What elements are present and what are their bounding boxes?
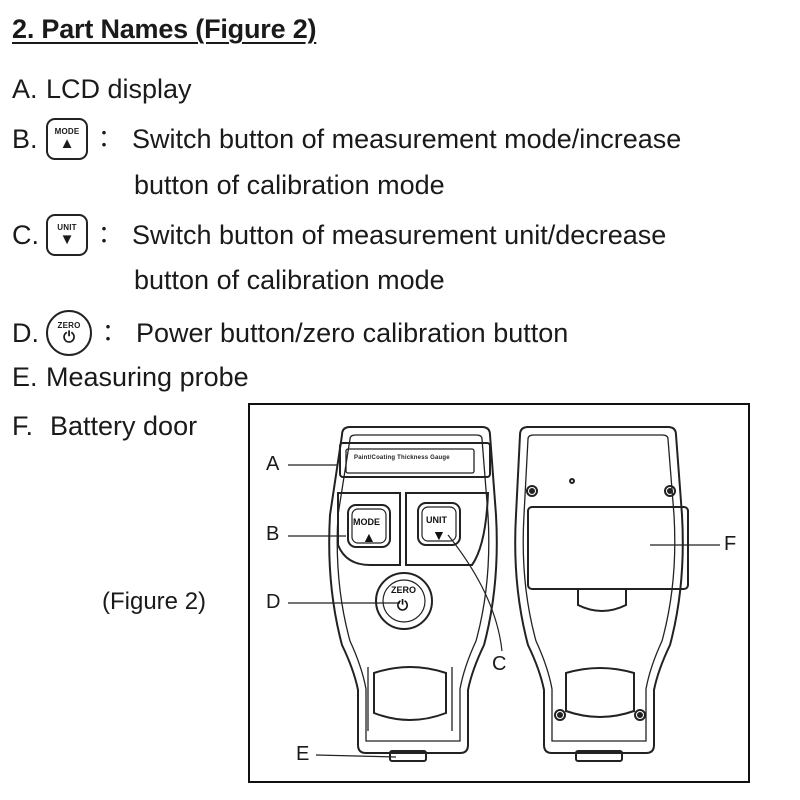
part-item-f: F. Battery door [12, 409, 197, 443]
device-figure: Paint/Coating Thickness Gauge MODE ▲ UNI… [248, 403, 750, 783]
part-item-a: A. LCD display [12, 72, 192, 106]
unit-button-panel [405, 492, 490, 566]
separator: ： [98, 125, 122, 152]
power-icon: ⏻ [63, 328, 75, 346]
device-unit-key [417, 502, 461, 546]
part-description-continued: button of calibration mode [134, 170, 445, 200]
mode-button-panel [337, 492, 401, 566]
part-item-b: B. MODE ▲ ： Switch button of measurement… [12, 118, 681, 160]
mode-key-icon: MODE ▲ [46, 118, 88, 160]
part-description-continued: button of calibration mode [134, 265, 445, 295]
part-description: LCD display [46, 74, 192, 104]
part-description: Power button/zero calibration button [136, 318, 569, 348]
device-down-arrow-icon: ▼ [432, 527, 446, 543]
part-letter: B. [12, 124, 38, 154]
part-item-d: D. ZERO ⏻ ： Power button/zero calibratio… [12, 310, 568, 356]
device-mode-label: MODE [353, 517, 380, 527]
part-letter: F. [12, 411, 34, 441]
mode-key-label: MODE [54, 126, 80, 136]
part-item-e: E. Measuring probe [12, 360, 249, 394]
part-description: Measuring probe [46, 362, 249, 392]
device-up-arrow-icon: ▲ [362, 529, 376, 545]
part-description: Switch button of measurement unit/decrea… [132, 220, 667, 250]
part-letter: C. [12, 220, 39, 250]
device-power-icon: ⏻ [397, 597, 409, 613]
callout-f: F [724, 533, 737, 555]
lcd-title: Paint/Coating Thickness Gauge [354, 455, 450, 461]
part-letter: E. [12, 362, 38, 392]
part-description: Battery door [50, 411, 198, 441]
unit-key-label: UNIT [57, 222, 77, 232]
device-unit-label: UNIT [426, 515, 447, 525]
device-zero-label: ZERO [391, 585, 417, 595]
section-heading: 2. Part Names (Figure 2) [12, 14, 317, 44]
callout-e: E [296, 743, 310, 765]
unit-key-icon: UNIT ▼ [46, 214, 88, 256]
device-zero-key [375, 572, 433, 630]
front-device-body [328, 426, 498, 754]
part-item-c: C. UNIT ▼ ： Switch button of measurement… [12, 214, 666, 256]
device-illustration [288, 426, 720, 762]
callout-a: A [266, 453, 280, 475]
zero-key-label: ZERO [57, 320, 81, 330]
callout-c: C [492, 653, 507, 675]
part-letter: D. [12, 318, 39, 348]
figure-caption: (Figure 2) [102, 588, 207, 615]
battery-door [527, 506, 689, 590]
lcd-display [339, 442, 491, 478]
up-arrow-icon: ▲ [59, 134, 75, 152]
part-description: Switch button of measurement mode/increa… [132, 124, 682, 154]
back-device-body [514, 426, 684, 754]
part-letter: A. [12, 74, 38, 104]
separator: ： [98, 221, 122, 248]
callout-b: B [266, 523, 280, 545]
separator: ： [102, 319, 126, 346]
down-arrow-icon: ▼ [59, 230, 75, 248]
callout-d: D [266, 591, 281, 613]
device-mode-key [347, 504, 391, 548]
zero-key-icon: ZERO ⏻ [46, 310, 92, 356]
